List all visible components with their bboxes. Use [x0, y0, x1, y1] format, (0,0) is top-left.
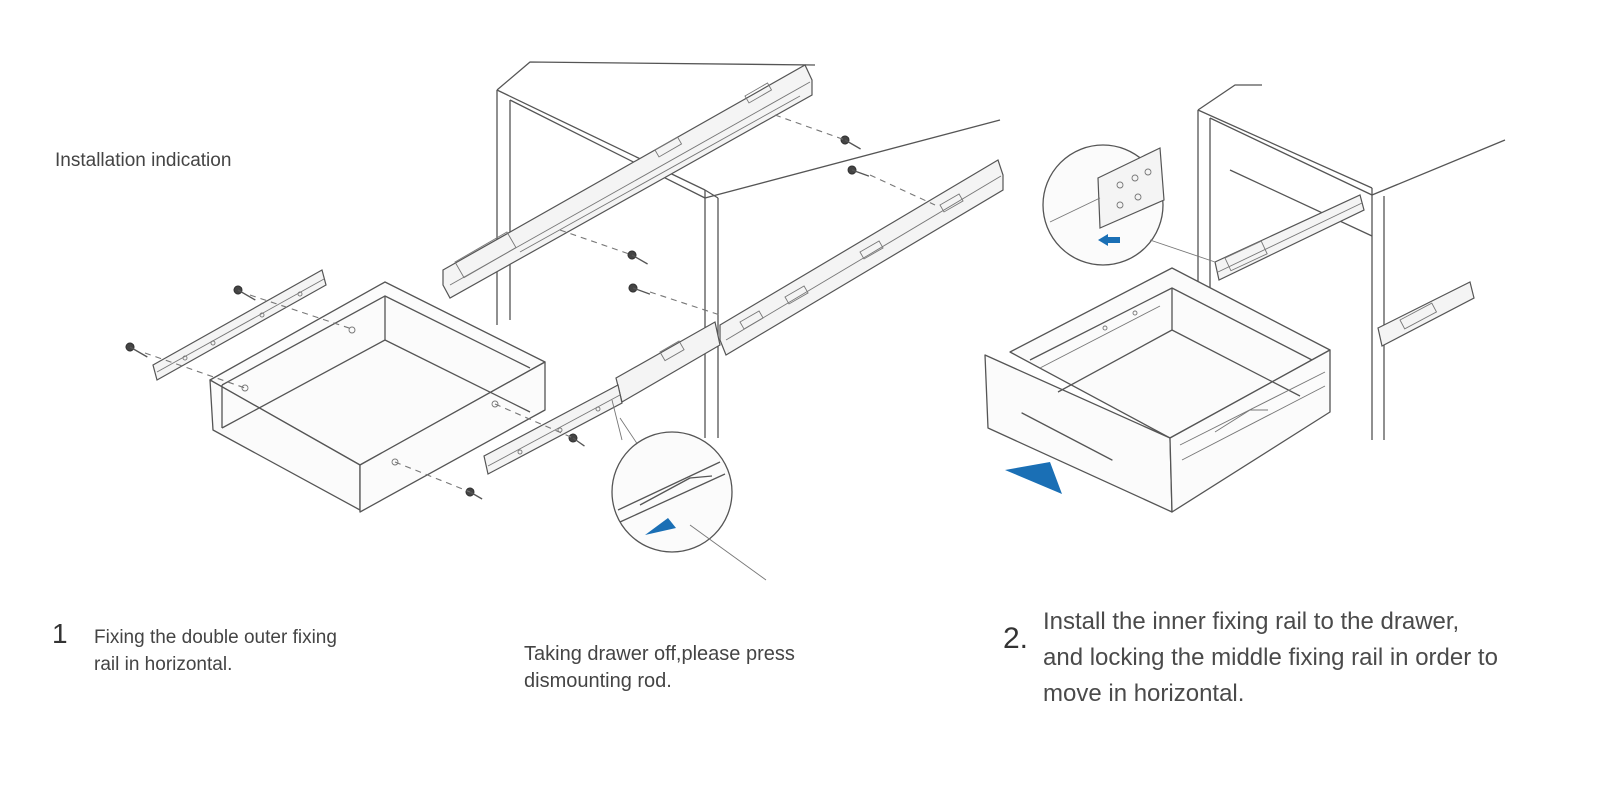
step-2-number: 2. [1003, 622, 1029, 655]
cabinet-rail-right-installed [1214, 194, 1475, 347]
cabinet-rail-right [719, 159, 1004, 356]
zoom-detail-dismount [611, 399, 767, 581]
lock-arrow-icon [1098, 234, 1120, 246]
cabinet-rail-upper [442, 64, 813, 299]
removal-note: Taking drawer off,please press dismounti… [524, 641, 795, 695]
press-arrow-icon [645, 518, 676, 535]
guide-lines-left [144, 114, 936, 493]
step-1-caption-line: rail in horizontal. [94, 654, 233, 675]
step-2-caption-line: Install the inner fixing rail to the dra… [1043, 608, 1460, 635]
push-arrow-icon [1005, 462, 1062, 494]
cabinet-frame-left [496, 61, 1001, 438]
cabinet-frame-right [1197, 84, 1506, 440]
diagram-title: Installation indication [55, 150, 232, 171]
drawer-rail-left [152, 269, 327, 381]
step-2-caption: Install the inner fixing rail to the dra… [1043, 604, 1498, 712]
step-1-caption: Fixing the double outer fixing rail in h… [94, 624, 337, 678]
step-1-number: 1 [52, 618, 68, 649]
zoom-detail-lock [1042, 144, 1216, 266]
drawer-right [984, 267, 1331, 513]
removal-note-line: dismounting rod. [524, 670, 672, 692]
screws-left [125, 135, 870, 500]
middle-rail-extended [483, 321, 721, 475]
step-1-caption-line: Fixing the double outer fixing [94, 627, 337, 648]
drawer-left [209, 281, 546, 513]
removal-note-line: Taking drawer off,please press [524, 643, 795, 665]
step-2-caption-line: move in horizontal. [1043, 680, 1245, 707]
step-2-caption-line: and locking the middle fixing rail in or… [1043, 644, 1498, 671]
